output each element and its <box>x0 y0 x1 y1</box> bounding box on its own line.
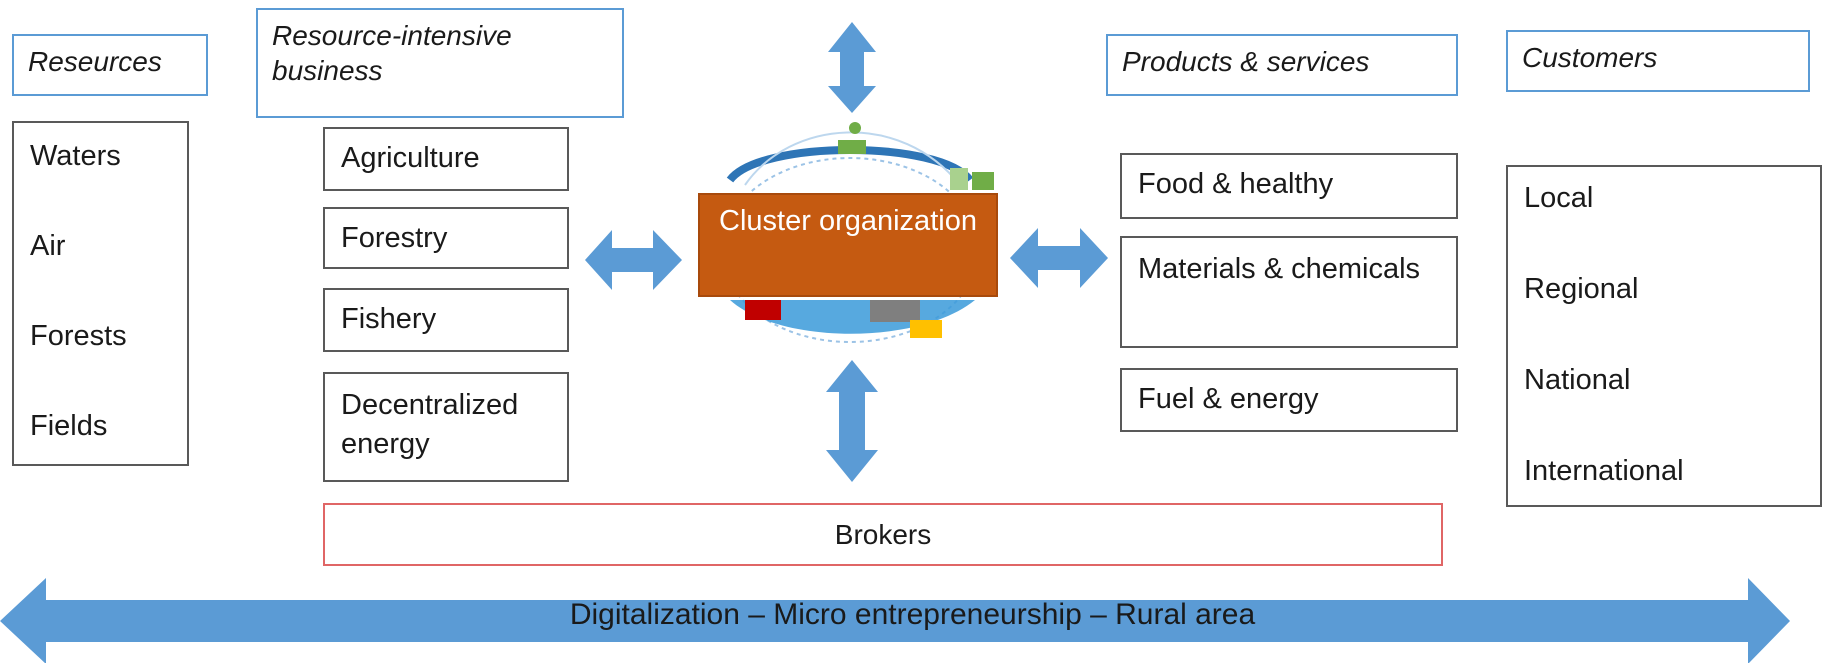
business-header: Resource-intensive business <box>256 8 624 118</box>
customers-list: Local Regional National International <box>1506 165 1822 507</box>
resource-item: Fields <box>30 409 108 442</box>
brokers-box: Brokers <box>323 503 1443 566</box>
resource-item: Waters <box>30 140 121 172</box>
customer-item: Regional <box>1524 272 1639 305</box>
product-item-food: Food & healthy <box>1120 153 1458 219</box>
top-vertical-arrow <box>828 22 876 113</box>
business-item-agriculture: Agriculture <box>323 127 569 191</box>
left-horizontal-arrow <box>585 230 682 290</box>
product-item-fuel: Fuel & energy <box>1120 368 1458 432</box>
customer-item: National <box>1524 363 1631 396</box>
customer-item: Local <box>1524 182 1594 214</box>
resource-item: Forests <box>30 319 127 352</box>
products-header: Products & services <box>1106 34 1458 96</box>
right-horizontal-arrow <box>1010 228 1108 288</box>
bottom-double-arrow <box>0 578 1790 663</box>
product-item-materials: Materials & chemicals <box>1120 236 1458 348</box>
bottom-vertical-arrow <box>826 360 878 482</box>
customers-header: Customers <box>1506 30 1810 92</box>
business-item-fishery: Fishery <box>323 288 569 352</box>
resources-header: Reseurces <box>12 34 208 96</box>
customer-item: International <box>1524 454 1684 487</box>
business-item-decentralized-energy: Decentralized energy <box>323 372 569 482</box>
business-item-forestry: Forestry <box>323 207 569 269</box>
cluster-organization-box: Cluster organization <box>698 193 998 297</box>
bottom-arrow-label: Digitalization – Micro entrepreneurship … <box>569 598 1256 631</box>
cluster-illustration <box>721 122 994 343</box>
resource-item: Air <box>30 229 66 262</box>
resources-list: Waters Air Forests Fields <box>12 121 189 466</box>
